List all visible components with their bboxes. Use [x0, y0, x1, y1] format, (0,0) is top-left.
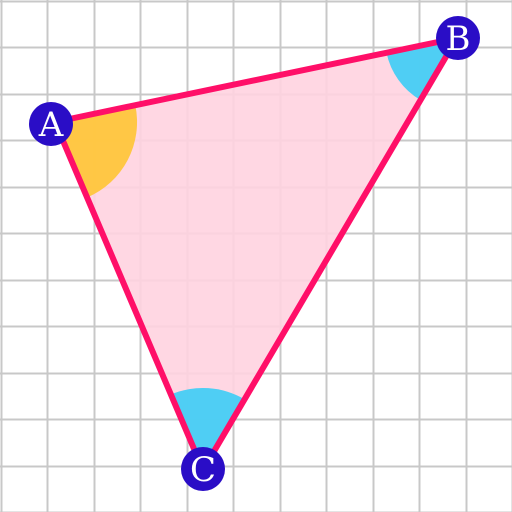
vertex-a-label: A — [38, 105, 64, 145]
vertex-c-label: C — [190, 450, 216, 490]
angle-c-marker — [170, 387, 245, 470]
angle-b-marker — [386, 38, 457, 101]
vertex-c-dot — [181, 447, 225, 491]
triangle-fill — [55, 38, 457, 470]
vertex-a: A — [29, 102, 73, 146]
vertex-b-dot — [436, 16, 480, 60]
triangle-outline — [52, 35, 460, 473]
vertex-b: B — [436, 16, 480, 60]
angle-a-marker — [55, 105, 138, 198]
vertex-c: C — [181, 447, 225, 491]
vertex-a-dot — [29, 102, 73, 146]
vertex-b-label: B — [446, 19, 471, 59]
